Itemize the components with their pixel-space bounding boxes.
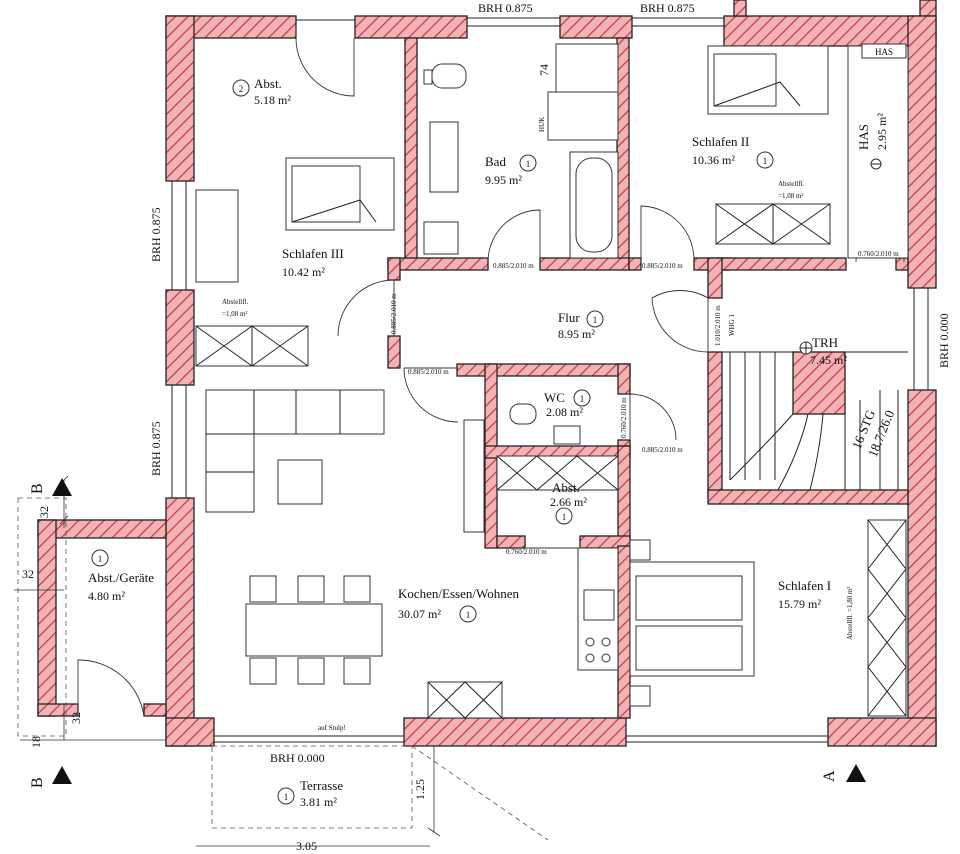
door-size-s2: 0.885/2.010 m [642, 262, 683, 270]
abstellfl-s3: Abstellfl. [222, 298, 248, 306]
has-area: 2.95 m² [875, 113, 889, 150]
door-size-s3: 0.885/2.010 m [390, 293, 398, 334]
brh-left-upper: BRH 0.875 [149, 207, 163, 262]
dim-74: 74 [537, 64, 551, 76]
wc-name: WC [544, 390, 565, 405]
door-size-has: 0.760/2.010 m [858, 250, 899, 258]
kochen-badge: 1 [466, 610, 471, 620]
brh-labels: BRH 0.875 BRH 0.875 BRH 0.875 BRH 0.875 … [149, 1, 951, 765]
bad-badge: 1 [526, 159, 531, 169]
abst-top-area: 5.18 m² [254, 93, 291, 107]
abst-top-badge: 2 [239, 84, 244, 94]
terrasse-area: 3.81 m² [300, 795, 337, 809]
section-a: A [821, 770, 838, 782]
door-size-kochen: 0.885/2.010 m [408, 368, 449, 376]
abstellfl-s2: Abstellfl. [778, 180, 804, 188]
abst-mid-name: Abst. [552, 480, 580, 495]
brh-bottom: BRH 0.000 [270, 751, 325, 765]
furniture [17, 43, 909, 841]
section-letters: B B A [29, 483, 838, 788]
brh-right: BRH 0.000 [937, 313, 951, 368]
schlafen3-area: 10.42 m² [282, 265, 325, 279]
has-box-label: HAS [875, 47, 893, 57]
schlafen3-name: Schlafen III [282, 246, 344, 261]
wc-badge: 1 [580, 394, 585, 404]
brh-top-left: BRH 0.875 [478, 1, 533, 15]
has-name: HAS [856, 124, 871, 150]
terrasse-badge: 1 [284, 792, 289, 802]
door-size-labels: 0.885/2.010 m 0.885/2.010 m 0.760/2.010 … [390, 250, 899, 556]
bad-area: 9.95 m² [485, 173, 522, 187]
dim-32-c: 32 [69, 712, 83, 724]
abst-top-name: Abst. [254, 76, 282, 91]
dim-18: 18 [29, 736, 43, 748]
auf-stulp-label: auf Stulp! [318, 724, 346, 732]
windows [171, 17, 929, 743]
door-size-whg: 1.010/2.010 m [714, 305, 722, 346]
schlafen1-name: Schlafen I [778, 578, 831, 593]
schlafen2-name: Schlafen II [692, 134, 749, 149]
flur-area: 8.95 m² [558, 327, 595, 341]
room-labels: 2 Abst. 5.18 m² Bad 1 9.95 m² Schlafen I… [88, 47, 897, 809]
section-b-bottom: B [29, 777, 46, 788]
terrasse-name: Terrasse [300, 778, 343, 793]
abst-geraete-area: 4.80 m² [88, 589, 125, 603]
door-size-bad: 0.885/2.010 m [493, 262, 534, 270]
whg-label: WHG 1 [728, 314, 736, 336]
bad-name: Bad [485, 154, 506, 169]
door-size-wc: 0.760/2.010 m [620, 397, 628, 438]
schlafen1-area: 15.79 m² [778, 597, 821, 611]
huk-label: HUK [538, 117, 546, 132]
abst-mid-area: 2.66 m² [550, 495, 587, 509]
kochen-area: 30.07 m² [398, 607, 441, 621]
abstellfl-s3-area: =1,08 m² [222, 310, 248, 318]
abst-geraete-name: Abst./Geräte [88, 570, 154, 585]
kochen-name: Kochen/Essen/Wohnen [398, 586, 519, 601]
abstellfl-s2-area: =1,08 m² [778, 192, 804, 200]
trh-name: TRH [812, 335, 838, 350]
abst-mid-badge: 1 [562, 512, 567, 522]
dim-32-b: 32 [22, 567, 34, 581]
brh-top-right: BRH 0.875 [640, 1, 695, 15]
walls [37, 0, 937, 747]
flur-name: Flur [558, 310, 580, 325]
dimension-texts: 74 32 32 32 18 1.25 3.05 [22, 64, 551, 853]
trh-area: 7.45 m² [810, 353, 847, 367]
doors [77, 24, 905, 717]
door-size-abst: 0.760/2.010 m [506, 548, 547, 556]
dim-125: 1.25 [413, 779, 427, 800]
wc-area: 2.08 m² [546, 405, 583, 419]
dim-32-a: 32 [37, 506, 51, 518]
flur-badge: 1 [593, 315, 598, 325]
abst-geraete-badge: 1 [98, 554, 103, 564]
section-b-top: B [29, 483, 46, 494]
abstellfl-s1: Abstellfl. =1,80 m² [846, 587, 854, 641]
dim-305: 3.05 [296, 839, 317, 853]
schlafen2-badge: 1 [763, 156, 768, 166]
brh-left-lower: BRH 0.875 [149, 421, 163, 476]
door-size-wc-side: 0.885/2.010 m [642, 446, 683, 454]
schlafen2-area: 10.36 m² [692, 153, 735, 167]
section-marks [52, 478, 866, 784]
